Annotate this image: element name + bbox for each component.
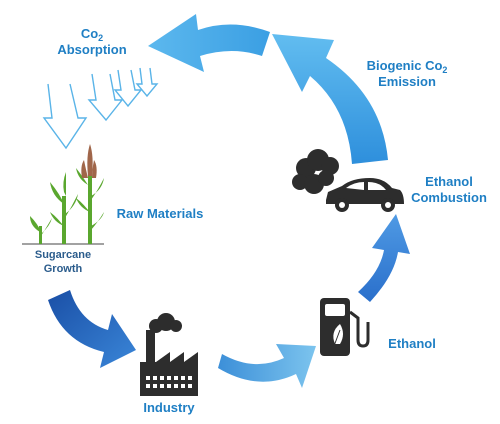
arrow-right-upper [272, 34, 388, 164]
arrow-left [48, 290, 136, 368]
arrow-right-lower [358, 214, 410, 302]
factory-icon [140, 313, 198, 396]
fuel-pump-icon [320, 298, 370, 356]
biogenic-emission-line2: Emission [378, 74, 436, 89]
ethanol-combustion-line1: Ethanol [425, 174, 473, 189]
arrow-top [148, 14, 270, 72]
co2-absorption-sub: 2 [98, 33, 104, 43]
co2-absorption-line1: Co [80, 26, 99, 41]
co2-absorption-line2: Absorption [57, 42, 127, 57]
label-ethanol: Ethanol [388, 336, 436, 351]
label-biogenic-emission: Biogenic Co2 Emission [352, 58, 462, 90]
arrow-bottom [218, 344, 316, 388]
biogenic-emission-sub: 2 [442, 65, 448, 75]
biogenic-emission-line1: Biogenic Co [366, 58, 443, 73]
label-co2-absorption: Co2 Absorption [44, 26, 140, 58]
car-with-smoke-icon [292, 149, 404, 212]
ethanol-combustion-line2: Combustion [411, 190, 487, 205]
label-industry: Industry [143, 400, 195, 415]
sugarcane-growth-line1: Sugarcane [34, 249, 92, 261]
sugarcane-plant-icon [22, 144, 104, 245]
label-sugarcane-growth: Sugarcane Growth [26, 248, 100, 276]
co2-down-arrows-icon [42, 67, 159, 150]
label-ethanol-combustion: Ethanol Combustion [404, 174, 494, 206]
label-raw-materials: Raw Materials [116, 206, 204, 221]
sugarcane-growth-line2: Growth [43, 263, 83, 275]
